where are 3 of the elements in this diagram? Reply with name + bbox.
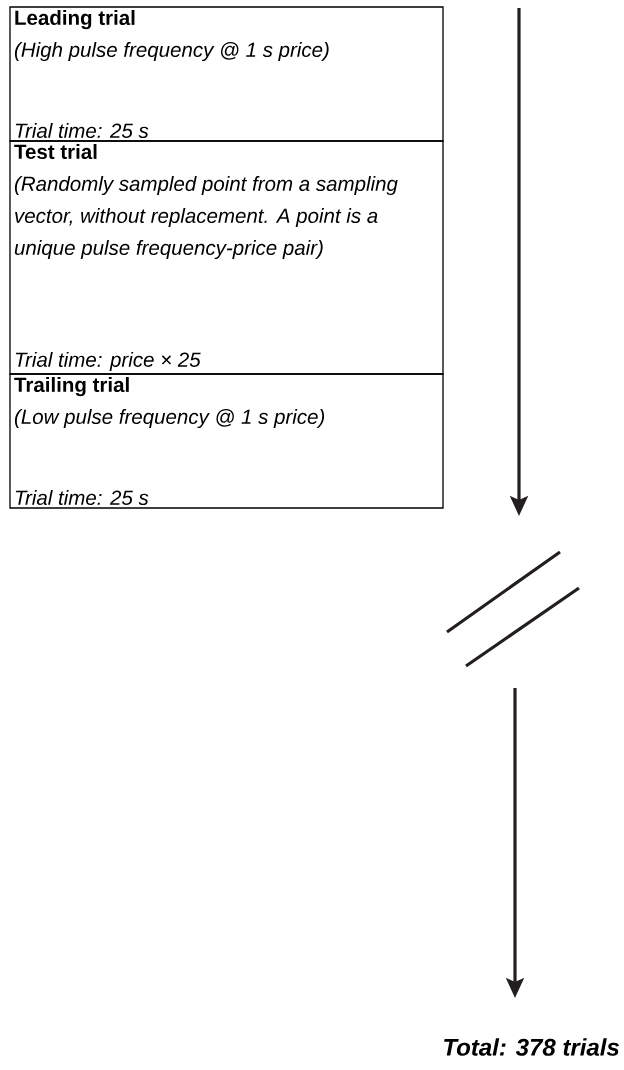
- trial-box: Test trial (Randomly sampled point from a sampling vector, without replacement. A point is a unique pulse frequency-price pair) Trial time: price × 25: [9, 140, 444, 375]
- trial-box: Trailing trial (Low pulse frequency @ 1 s price) Trial time: 25 s: [9, 373, 444, 509]
- total-label: Total: 378 trials: [444, 1038, 619, 1056]
